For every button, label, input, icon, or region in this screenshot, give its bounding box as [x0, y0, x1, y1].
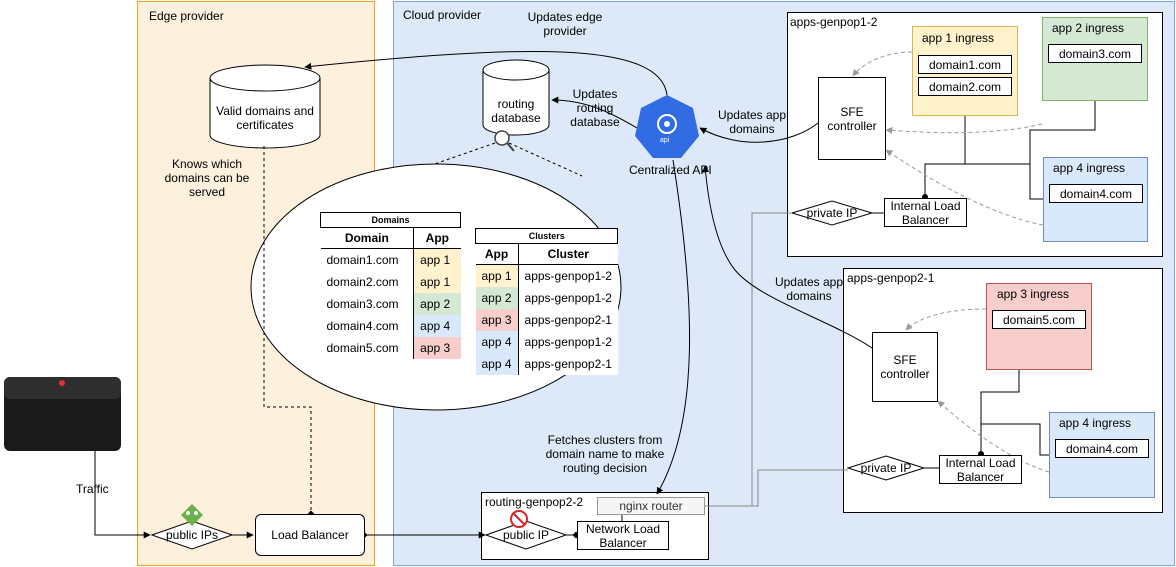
traffic-label: Traffic: [76, 482, 109, 496]
table-cell-app: app 4: [475, 331, 519, 353]
app4-ingress-title-1: app 4 ingress: [1053, 161, 1126, 175]
table-cell-app: app 1: [413, 271, 461, 293]
table-cell-domain: domain1.com: [320, 248, 415, 271]
public-ips-badge-icon: [181, 504, 203, 526]
table-cell-app: app 1: [413, 248, 461, 271]
traffic-source-device: [4, 377, 121, 451]
api-hexagon-icon: [635, 95, 699, 158]
domain-box: domain4.com: [1055, 439, 1149, 458]
api-badge-text: api: [660, 137, 670, 144]
centralized-api-label: Centralized API: [629, 163, 712, 177]
table-cell-cluster: apps-genpop2-1: [524, 357, 612, 371]
table-row: app 1 apps-genpop1-2: [475, 264, 618, 287]
table-cell-app: app 3: [413, 337, 461, 359]
domain-box: domain1.com: [918, 55, 1012, 74]
magnifier-icon: [494, 130, 515, 152]
table-cell-cluster: apps-genpop1-2: [524, 291, 612, 305]
domain-box: domain2.com: [918, 77, 1012, 96]
table-cell-app: app 2: [413, 293, 461, 315]
clusters-header-app: App: [475, 243, 519, 265]
routing-database-label: routing database: [491, 97, 541, 125]
updates-app-domains-label-2: Updates app domains: [774, 275, 844, 303]
cluster1-title: apps-genpop1-2: [790, 15, 878, 29]
domain-box: domain4.com: [1049, 184, 1143, 203]
cloud-provider-title: Cloud provider: [403, 8, 482, 22]
domain-box: domain3.com: [1048, 44, 1142, 63]
sfe-controller-1: SFE controller: [818, 77, 886, 160]
domains-header-app: App: [413, 227, 461, 249]
table-row: app 2 apps-genpop1-2: [475, 287, 618, 309]
table-cell-domain: domain2.com: [320, 271, 415, 293]
app2-ingress-title: app 2 ingress: [1052, 21, 1125, 35]
network-load-balancer: Network Load Balancer: [577, 521, 669, 550]
cluster2-title: apps-genpop2-1: [847, 271, 935, 285]
clusters-table-caption: Clusters: [474, 228, 619, 244]
table-cell-app: app 2: [475, 287, 519, 309]
load-balancer: Load Balancer: [255, 514, 365, 556]
valid-domains-label: Valid domains and certificates: [216, 104, 314, 132]
fetches-clusters-label: Fetches clusters from domain name to mak…: [545, 433, 665, 475]
table-cell-app: app 4: [413, 315, 461, 337]
clusters-table: Clusters App Cluster app 1 apps-genpop1-2…: [474, 228, 619, 375]
table-cell-cluster: apps-genpop1-2: [524, 335, 612, 349]
app3-ingress-title: app 3 ingress: [997, 287, 1070, 301]
table-cell-domain: domain4.com: [320, 315, 415, 337]
table-row: app 4 apps-genpop2-1: [475, 353, 618, 375]
knows-which-label: Knows which domains can be served: [164, 157, 250, 199]
sfe-controller-2: SFE controller: [872, 332, 938, 402]
domains-table-caption: Domains: [320, 212, 461, 228]
public-ip-label: public IP: [502, 528, 550, 542]
nginx-router: nginx router: [597, 497, 705, 515]
valid-domains-cylinder: [209, 64, 321, 149]
private-ip-label-2: private IP: [860, 461, 912, 475]
routing-cluster-title: routing-genpop2-2: [485, 495, 584, 509]
updates-routing-label: Updates routing database: [570, 87, 620, 129]
table-row: app 3 apps-genpop2-1: [475, 309, 618, 331]
table-cell-domain: domain3.com: [320, 293, 415, 315]
clusters-header-cluster: Cluster: [518, 243, 618, 265]
app4-ingress-title-2: app 4 ingress: [1059, 416, 1132, 430]
public-ips-label: public IPs: [165, 528, 219, 542]
edge-provider-title: Edge provider: [149, 9, 224, 23]
table-cell-app: app 3: [475, 309, 519, 331]
routing-database-cylinder: [482, 59, 550, 136]
updates-edge-label: Updates edge provider: [527, 10, 603, 38]
internal-load-balancer-1: Internal Load Balancer: [884, 198, 967, 227]
internal-load-balancer-2: Internal Load Balancer: [939, 455, 1022, 484]
table-row: app 4 apps-genpop1-2: [475, 331, 618, 353]
table-cell-cluster: apps-genpop1-2: [524, 269, 612, 283]
table-cell-app: app 4: [475, 353, 519, 375]
app1-ingress-title: app 1 ingress: [922, 31, 995, 45]
blocked-icon: [510, 510, 528, 528]
domains-header-domain: Domain: [320, 227, 415, 249]
domain-box: domain5.com: [992, 310, 1086, 329]
table-cell-app: app 1: [475, 264, 519, 287]
updates-app-domains-label-1: Updates app domains: [717, 108, 787, 136]
private-ip-label-1: private IP: [806, 206, 858, 220]
table-cell-cluster: apps-genpop2-1: [524, 313, 612, 327]
table-cell-domain: domain5.com: [320, 337, 415, 359]
